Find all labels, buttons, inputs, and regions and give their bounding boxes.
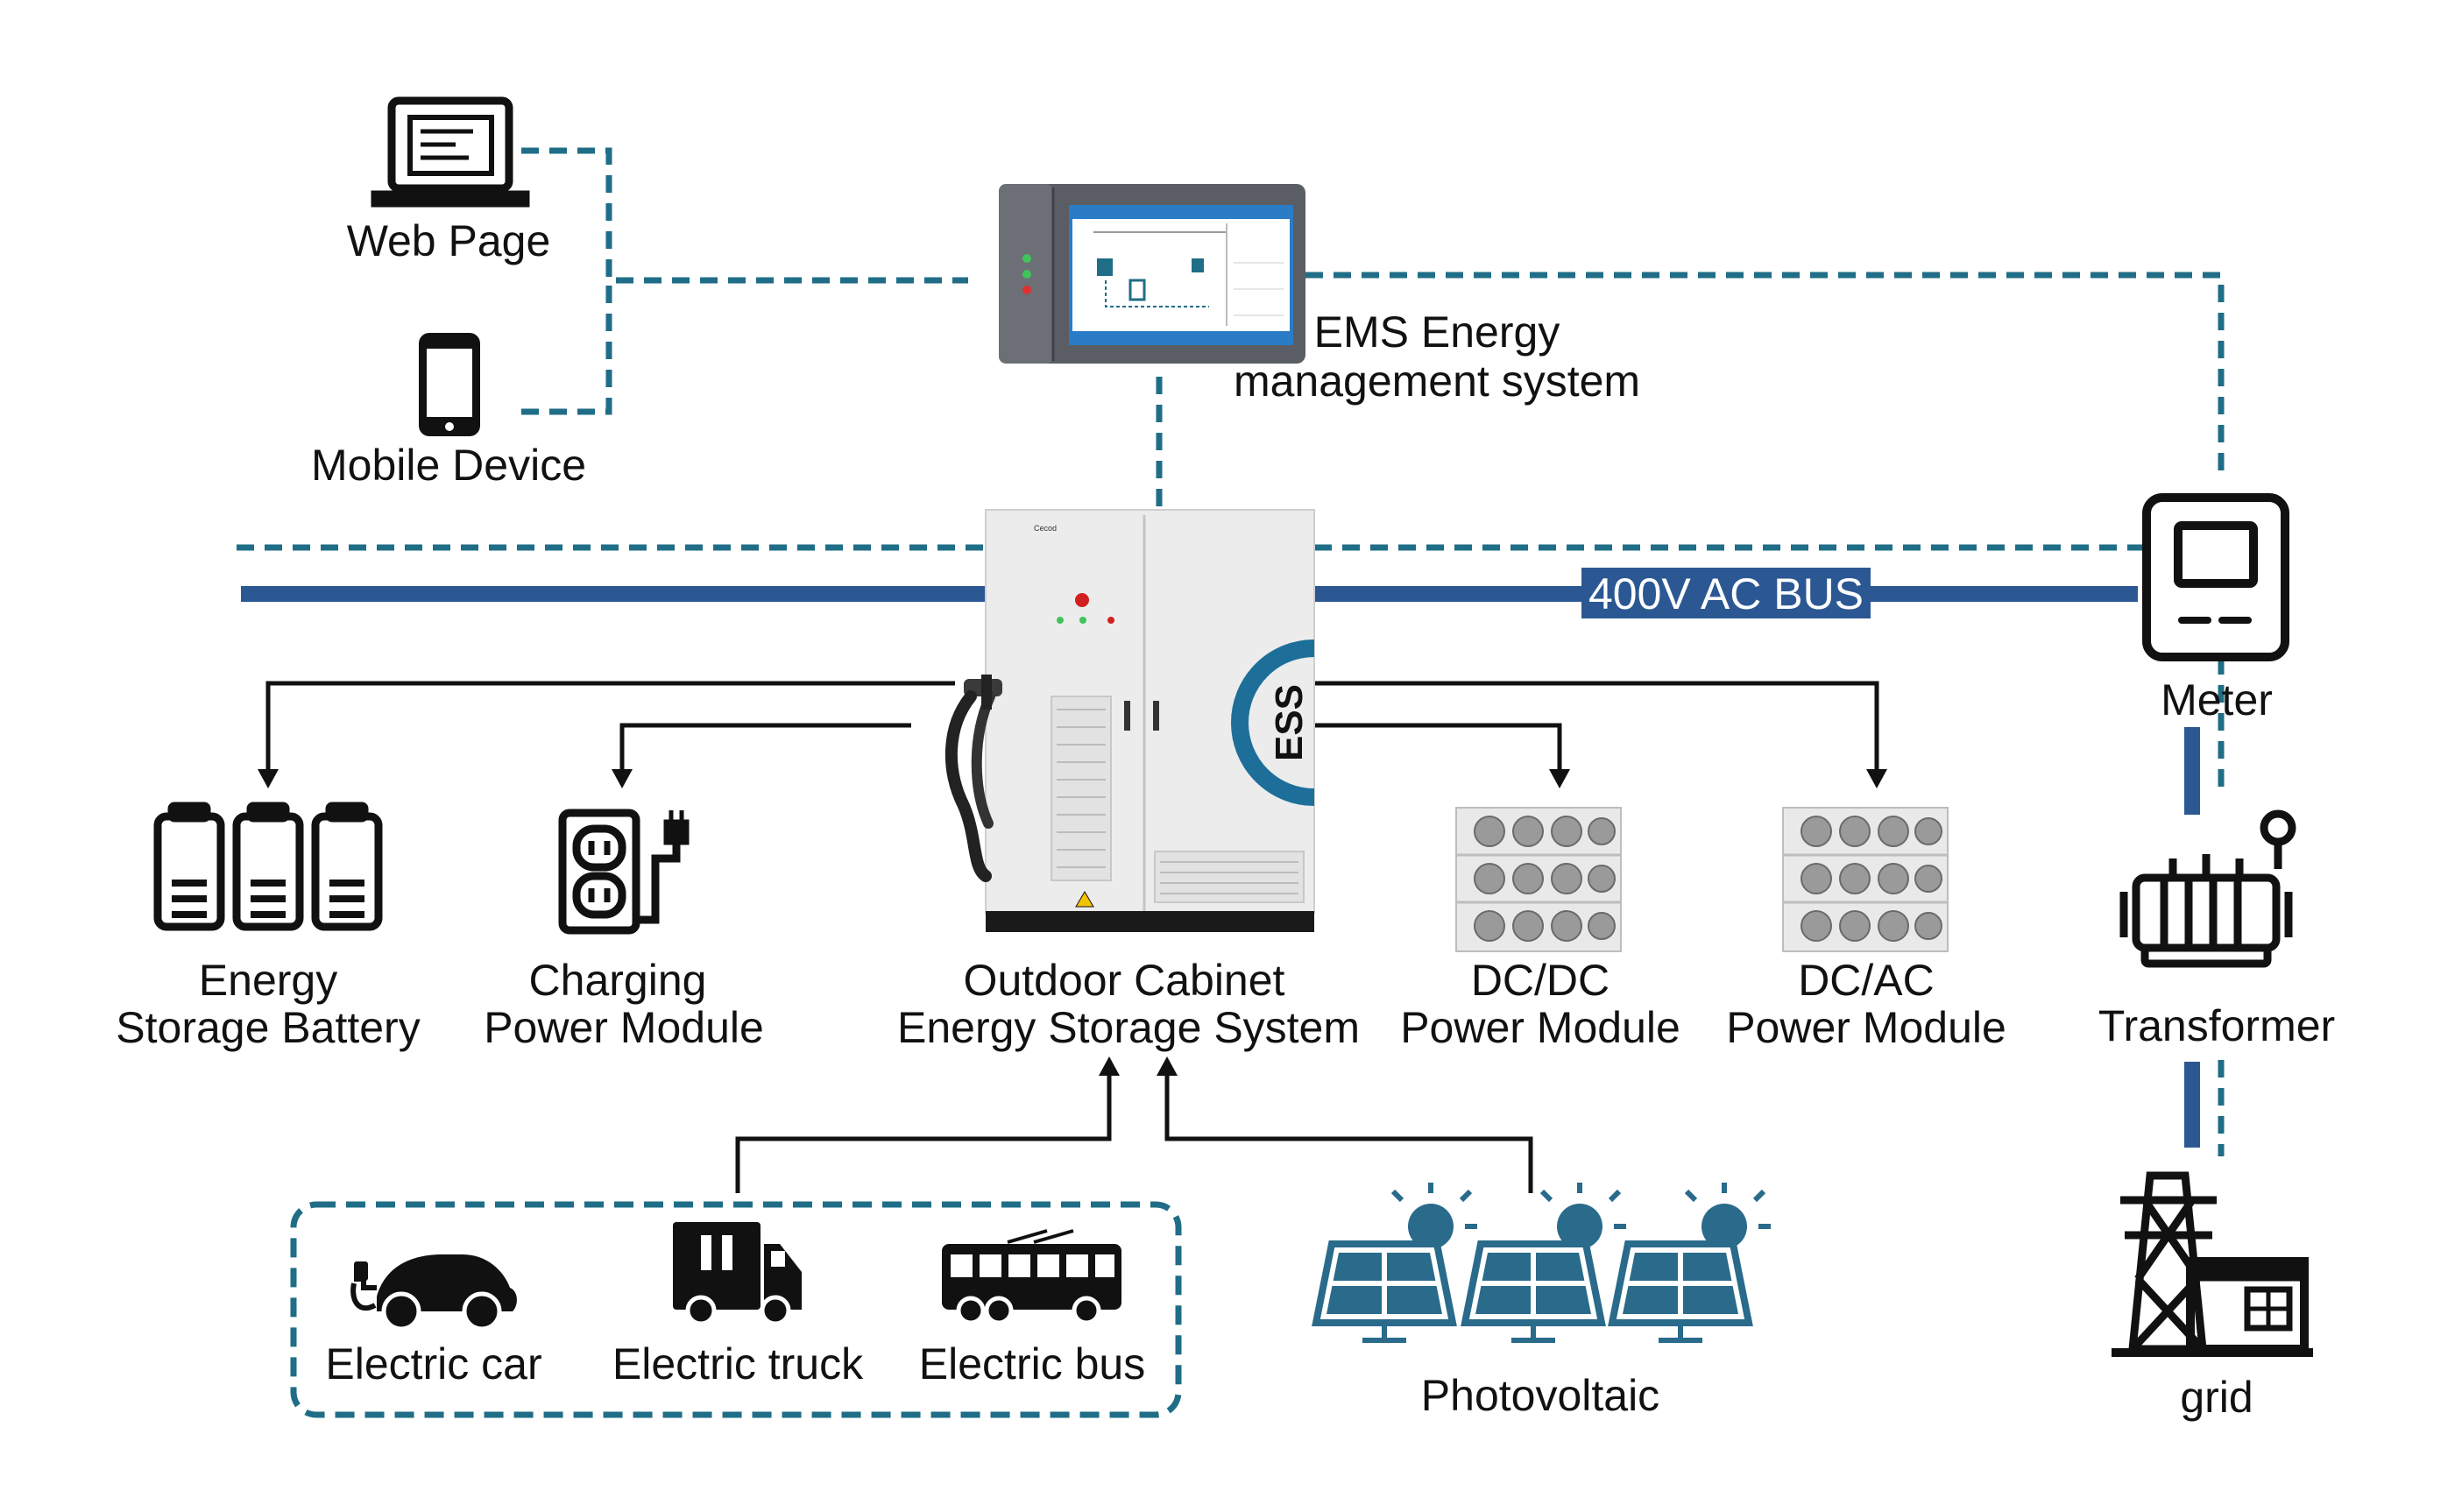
- arrow-from-vehicles: [735, 1073, 1112, 1193]
- electric-truck-label: Electric truck: [612, 1339, 864, 1388]
- arrow-to-dcdc: [1314, 723, 1562, 771]
- bus-icon: [942, 1229, 1121, 1325]
- charging-label-line1: Charging: [529, 956, 707, 1005]
- battery-label-line2: Storage Battery: [116, 1003, 420, 1052]
- battery-label-line1: Energy: [199, 956, 337, 1005]
- solar-panel-icon: [1608, 1183, 1771, 1343]
- transformer-icon: [2119, 809, 2296, 968]
- car-icon: [350, 1254, 517, 1332]
- dcac-label-line1: DC/AC: [1798, 956, 1935, 1005]
- cabinet-label-line2: Energy Storage System: [897, 1003, 1360, 1052]
- cabinet-brand: Cecod: [1034, 524, 1057, 533]
- meter-icon: [2142, 493, 2289, 661]
- arrow-to-charging: [619, 723, 911, 771]
- arrow-heads: [258, 769, 1887, 1076]
- mobile-device-label: Mobile Device: [311, 441, 586, 490]
- solar-panel-icon: [1461, 1183, 1626, 1343]
- ems-panel-icon: [999, 184, 1305, 364]
- electric-car-label: Electric car: [325, 1339, 541, 1388]
- charging-label-line2: Power Module: [484, 1003, 764, 1052]
- ems-label-line2: management system: [1234, 357, 1640, 406]
- communication-links: [237, 147, 2225, 1156]
- bus-label: 400V AC BUS: [1588, 569, 1864, 618]
- laptop-icon: [371, 96, 530, 208]
- dcdc-label-line1: DC/DC: [1471, 956, 1609, 1005]
- battery-icon: [153, 802, 383, 931]
- transformer-label: Transformer: [2098, 1001, 2335, 1050]
- charging-socket-icon: [558, 809, 690, 935]
- truck-icon: [673, 1222, 802, 1326]
- photovoltaic-label: Photovoltaic: [1421, 1371, 1659, 1420]
- power-module-icon: [1455, 807, 1622, 952]
- ems-label-line1: EMS Energy: [1314, 307, 1560, 357]
- arrow-to-dcac: [1314, 681, 1879, 771]
- arrow-to-battery: [265, 681, 955, 771]
- web-page-link: [521, 147, 968, 284]
- web-page-label: Web Page: [347, 216, 551, 265]
- solar-panel-icon: [1312, 1183, 1477, 1343]
- dcdc-label-line2: Power Module: [1400, 1003, 1680, 1052]
- grid-label: grid: [2180, 1373, 2253, 1422]
- ems-to-meter-link: [1305, 272, 2225, 477]
- smartphone-icon: [419, 333, 480, 436]
- electric-bus-label: Electric bus: [919, 1339, 1145, 1388]
- grid-tower-icon: [2112, 1171, 2313, 1357]
- bus-label-box: [1581, 568, 1871, 618]
- power-module-icon: [1782, 807, 1949, 952]
- mobile-device-link: [521, 280, 612, 415]
- cabinet-label-line1: Outdoor Cabinet: [964, 956, 1285, 1005]
- ess-mark: ESS: [1268, 684, 1311, 761]
- cabinet-icon: ESS Cecod: [944, 509, 1315, 932]
- vehicles-group-box: [290, 1201, 1182, 1418]
- power-flow-arrows: [265, 681, 1879, 1193]
- arrow-from-pv: [1164, 1073, 1533, 1193]
- dcac-label-line2: Power Module: [1726, 1003, 2006, 1052]
- meter-label: Meter: [2161, 675, 2273, 724]
